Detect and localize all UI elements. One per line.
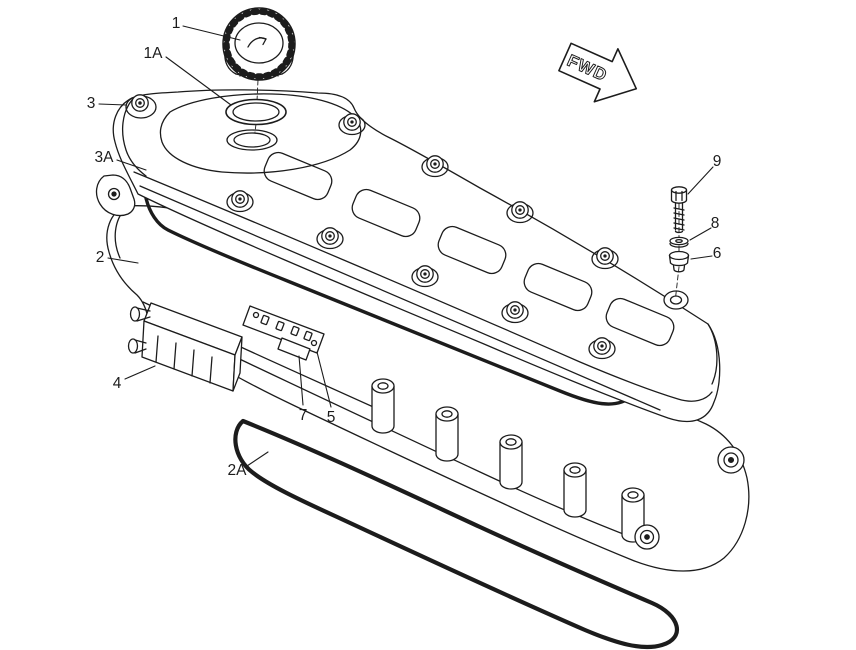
cover-bolt-front-left	[125, 94, 157, 119]
callout-1a: 1A	[144, 45, 164, 62]
bolt-towers	[371, 378, 645, 543]
leader-4	[124, 365, 156, 380]
cap-arrow-emblem	[247, 36, 267, 48]
filler-cap	[222, 7, 296, 81]
callout-3: 3	[87, 95, 96, 112]
callout-6: 6	[713, 245, 722, 262]
leader-7	[298, 355, 304, 406]
bolt-washer-isolator-stack	[668, 186, 690, 299]
leader-6	[690, 255, 713, 260]
bracket-bolt	[129, 306, 151, 322]
callout-3a: 3A	[95, 149, 115, 166]
callout-4: 4	[113, 375, 122, 392]
callout-labels: 1 1A 3 3A 2 4 7 5 2A 9 8 6	[87, 15, 722, 479]
cover-bolts-far-row	[338, 113, 619, 270]
callout-2a: 2A	[228, 462, 248, 479]
cover-humps	[263, 151, 675, 347]
bolt	[670, 186, 688, 234]
callout-5: 5	[327, 409, 336, 426]
leader-9	[687, 166, 714, 195]
callout-7: 7	[299, 407, 308, 424]
leader-3a	[116, 159, 147, 171]
leader-8	[689, 227, 712, 241]
isolator-grommet	[668, 250, 690, 273]
callout-8: 8	[711, 215, 720, 232]
fwd-direction-arrow: FWD	[558, 42, 638, 103]
bracket-bolt	[127, 338, 147, 354]
callout-9: 9	[713, 153, 722, 170]
leader-3	[98, 103, 127, 106]
cap-gasket-ring	[225, 79, 287, 133]
leader-1a	[165, 56, 232, 106]
callout-2: 2	[96, 249, 105, 266]
valve-cover-top	[112, 89, 721, 423]
head-gasket	[233, 418, 680, 650]
leader-lines	[98, 25, 714, 467]
leader-2	[107, 257, 139, 264]
cover-bolts-near-row	[226, 190, 616, 360]
callout-1: 1	[172, 15, 181, 32]
leader-2a	[246, 451, 269, 467]
leader-1	[182, 25, 241, 41]
washer	[669, 236, 689, 248]
leader-5	[316, 351, 332, 408]
breather-bracket	[127, 302, 243, 392]
